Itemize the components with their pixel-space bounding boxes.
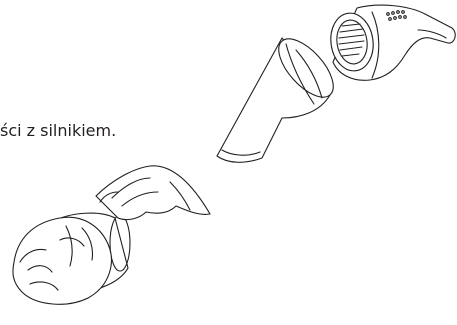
vacuum-nozzle-icon bbox=[217, 30, 343, 162]
hand-icon bbox=[13, 166, 210, 304]
motor-unit-icon bbox=[327, 5, 455, 80]
